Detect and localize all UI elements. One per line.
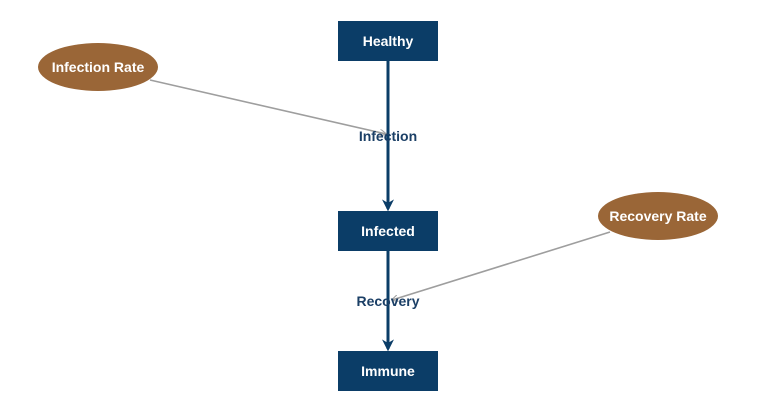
stock-immune-box — [338, 351, 438, 391]
parameter-infection-rate-label: Infection Rate — [52, 59, 145, 75]
stock-infected-box — [338, 211, 438, 251]
stock-infected[interactable]: Infected — [338, 211, 438, 251]
flow-infection-label: Infection — [359, 128, 417, 144]
stock-healthy[interactable]: Healthy — [338, 21, 438, 61]
stock-immune-label: Immune — [361, 363, 415, 379]
parameter-recovery-rate-ellipse — [598, 192, 718, 240]
recovery-rate-link — [392, 231, 611, 300]
parameter-infection-rate[interactable]: Infection Rate — [38, 43, 158, 91]
infection-rate-link — [149, 79, 386, 134]
stock-healthy-label: Healthy — [363, 33, 414, 49]
parameter-recovery-rate[interactable]: Recovery Rate — [598, 192, 718, 240]
stock-healthy-box — [338, 21, 438, 61]
flow-recovery-label: Recovery — [356, 293, 419, 309]
parameter-infection-rate-ellipse — [38, 43, 158, 91]
stock-infected-label: Infected — [361, 223, 415, 239]
parameter-recovery-rate-label: Recovery Rate — [609, 208, 706, 224]
stock-immune[interactable]: Immune — [338, 351, 438, 391]
